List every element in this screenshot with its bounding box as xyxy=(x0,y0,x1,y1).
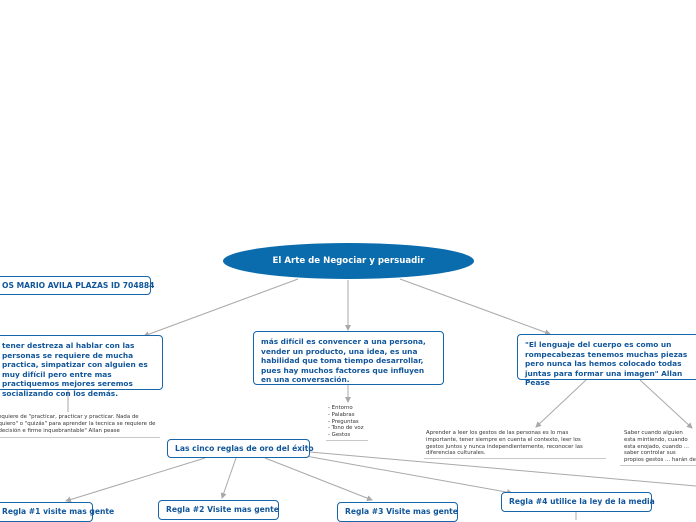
gestures-note: Aprender a leer los gestos de las person… xyxy=(426,430,592,457)
rule-1-label: Regla #1 visite mas gente xyxy=(2,507,115,516)
lying-note: Saber cuando alguien esta mintiendo, cua… xyxy=(624,430,696,464)
golden-rules-node[interactable]: Las cinco reglas de oro del éxito xyxy=(167,439,314,458)
factor-item: - Palabras xyxy=(328,411,355,418)
author-label: OS MARIO AVILA PLAZAS ID 704884 xyxy=(2,281,155,290)
body-language-node[interactable]: "El lenguaje del cuerpo es como un rompe… xyxy=(517,334,696,387)
practice-note-text: requiere de "practicar, practicar y prac… xyxy=(0,414,156,434)
connector-rules-4 xyxy=(299,454,513,496)
author-node[interactable]: OS MARIO AVILA PLAZAS ID 704884 xyxy=(0,276,155,295)
persuasion-text: más difícil es convencer a una persona, … xyxy=(261,337,426,385)
connector-root-left xyxy=(143,278,299,338)
connector-root-right xyxy=(399,278,551,336)
connector-rules-5 xyxy=(309,451,696,487)
factors-list: - Entorno - Palabras - Preguntas - Tono … xyxy=(328,405,372,439)
golden-rules-label: Las cinco reglas de oro del éxito xyxy=(175,444,314,453)
factor-item: - Preguntas xyxy=(328,418,359,425)
practice-node[interactable]: tener destreza al hablar con las persona… xyxy=(0,335,163,398)
gestures-note-underline xyxy=(424,458,606,459)
root-node[interactable]: El Arte de Negociar y persuadir xyxy=(223,243,474,279)
lying-note-text: Saber cuando alguien esta mintiendo, cua… xyxy=(624,430,696,464)
practice-note: requiere de "practicar, practicar y prac… xyxy=(0,414,158,434)
connector-rules-2 xyxy=(220,457,237,499)
factor-item: - Entorno xyxy=(328,405,353,411)
connector-right-note2 xyxy=(639,379,693,429)
rule-4-node[interactable]: Regla #4 utilice la ley de la media xyxy=(501,492,655,512)
persuasion-node[interactable]: más difícil es convencer a una persona, … xyxy=(253,331,444,385)
root-label: El Arte de Negociar y persuadir xyxy=(272,256,425,266)
rule-2-label: Regla #2 Visite mas gente xyxy=(166,505,279,514)
rule-2-node[interactable]: Regla #2 Visite mas gente xyxy=(158,500,279,520)
lying-note-underline xyxy=(620,465,696,466)
connector-right-note1 xyxy=(535,379,587,428)
rule-3-label: Regla #3 Visite mas gente xyxy=(345,507,458,516)
rule-4-label: Regla #4 utilice la ley de la media xyxy=(509,497,655,506)
connector-rules-3 xyxy=(264,457,373,501)
rule-1-node[interactable]: Regla #1 visite mas gente xyxy=(0,502,114,522)
connector-rules-1 xyxy=(65,457,206,503)
factors-underline xyxy=(326,440,368,441)
factor-item: - Gestos xyxy=(328,432,351,439)
factor-item: - Tono de voz xyxy=(328,425,364,432)
practice-note-underline xyxy=(0,437,160,438)
body-language-text: "El lenguaje del cuerpo es como un rompe… xyxy=(525,340,688,388)
practice-text: tener destreza al hablar con las persona… xyxy=(2,341,148,398)
rule-3-node[interactable]: Regla #3 Visite mas gente xyxy=(337,502,458,522)
gestures-note-text: Aprender a leer los gestos de las person… xyxy=(426,430,583,457)
